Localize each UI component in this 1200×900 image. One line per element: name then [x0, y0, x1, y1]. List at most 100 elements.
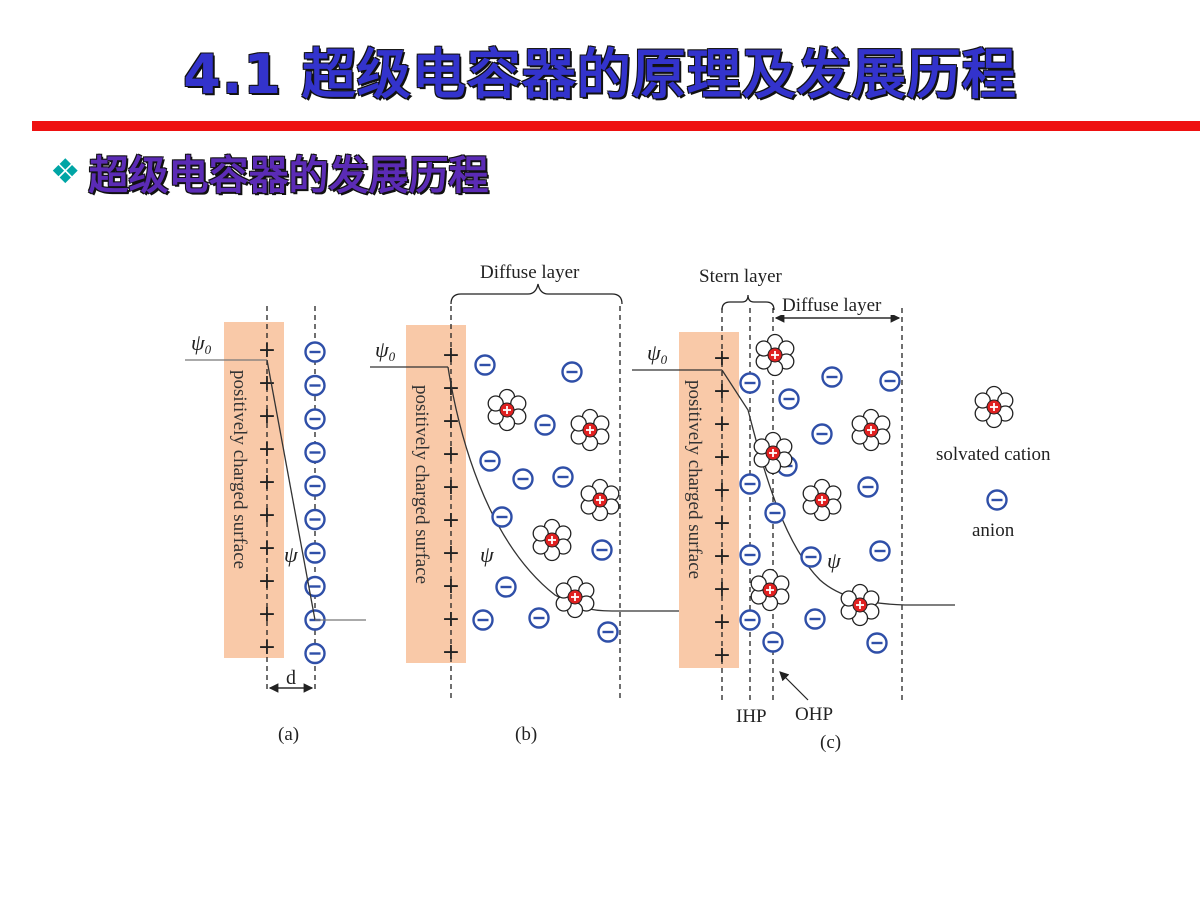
anion-icon [869, 540, 891, 562]
anion-icon [479, 450, 501, 472]
anion-icon [561, 361, 583, 383]
positive-charge: + [713, 478, 731, 503]
legend: solvated cation anion [936, 385, 1051, 541]
anion-icon [597, 621, 619, 643]
anion-icon [304, 408, 326, 430]
positive-charge: + [442, 640, 460, 665]
anion-icon [739, 473, 761, 495]
positive-charge: + [442, 607, 460, 632]
anion-icon [534, 414, 556, 436]
panel-b-diffuse-label: Diffuse layer [480, 262, 580, 283]
positive-charge: + [713, 346, 731, 371]
positive-charge: + [442, 376, 460, 401]
anion-icon [474, 354, 496, 376]
positive-charge: + [442, 409, 460, 434]
solvated-cation-icon [840, 583, 880, 627]
anion-icon [879, 370, 901, 392]
anion-icon [778, 388, 800, 410]
positive-charge: + [713, 445, 731, 470]
anion-icon [512, 468, 534, 490]
solvated-cation-icon [570, 408, 610, 452]
solvated-cation-icon [532, 518, 572, 562]
anion-icon [528, 607, 550, 629]
anion-icon [304, 374, 326, 397]
panel-a: positively charged surface ++++++++++ ψ0… [185, 306, 366, 745]
anion-icon [591, 539, 613, 561]
panel-b-ions [472, 354, 620, 643]
diamond-bullet-icon: ❖ [50, 152, 81, 192]
panel-c-ions [739, 333, 901, 654]
panel-c-stern-label: Stern layer [699, 266, 783, 287]
anion-icon [866, 632, 888, 654]
positive-charge: + [258, 536, 276, 561]
solvated-cation-icon [802, 478, 842, 522]
panel-a-d-label: d [286, 667, 296, 689]
anion-icon [304, 642, 326, 665]
positive-charge: + [258, 404, 276, 429]
anion-icon [304, 475, 326, 497]
solvated-cation-icon [753, 431, 793, 475]
panel-c-ihp-label: IHP [736, 706, 767, 727]
panel-b-diffuse-brace [450, 283, 623, 305]
panel-c-ohp-label: OHP [795, 704, 833, 725]
anion-icon [552, 466, 574, 488]
anion-icon [304, 508, 326, 531]
positive-charge: + [258, 338, 276, 363]
solvated-cation-icon [851, 408, 891, 452]
panel-b-label: (b) [515, 724, 537, 745]
anion-icon [304, 542, 326, 564]
positive-charge: + [258, 569, 276, 594]
anion-icon [764, 502, 786, 524]
title-divider [32, 121, 1200, 131]
anion-icon [821, 366, 843, 388]
anion-icon [472, 609, 494, 631]
panel-b-plus-charges: ++++++++++ [442, 343, 460, 665]
legend-anion-icon [986, 489, 1008, 511]
positive-charge: + [442, 475, 460, 500]
anion-icon [739, 544, 761, 566]
panel-a-surface-label: positively charged surface [229, 370, 250, 569]
positive-charge: + [713, 643, 731, 668]
panel-b-psi: ψ [480, 542, 494, 567]
positive-charge: + [442, 541, 460, 566]
panel-c: positively charged surface Stern layer D… [632, 266, 955, 753]
panel-c-psi0: ψ0 [647, 340, 668, 367]
positive-charge: + [258, 371, 276, 396]
section-heading-text: 超级电容器的发展历程 [88, 153, 489, 199]
positive-charge: + [442, 343, 460, 368]
anion-icon [739, 372, 761, 394]
positive-charge: + [713, 412, 731, 437]
solvated-cation-icon [750, 568, 790, 612]
positive-charge: + [442, 574, 460, 599]
positive-charge: + [258, 635, 276, 660]
section-heading: ❖ 超级电容器的发展历程 [50, 146, 489, 199]
solvated-cation-icon [555, 575, 595, 619]
positive-charge: + [713, 379, 731, 404]
panel-a-surface [224, 322, 284, 658]
positive-charge: + [258, 470, 276, 495]
anion-icon [762, 631, 784, 653]
positive-charge: + [713, 511, 731, 536]
anion-icon [804, 608, 826, 630]
anion-icon [495, 576, 517, 598]
anion-icon [800, 546, 822, 568]
panel-a-label: (a) [278, 724, 299, 745]
positive-charge: + [713, 577, 731, 602]
legend-cation-icon [974, 385, 1014, 429]
positive-charge: + [258, 602, 276, 627]
positive-charge: + [713, 544, 731, 569]
positive-charge: + [713, 610, 731, 635]
panel-a-plus-charges: ++++++++++ [258, 338, 276, 660]
solvated-cation-icon [580, 478, 620, 522]
anion-icon [491, 506, 513, 528]
panel-a-psi: ψ [284, 542, 298, 567]
legend-cation-label: solvated cation [936, 444, 1051, 465]
anion-icon [857, 476, 879, 498]
anion-icon [739, 609, 761, 631]
slide-title: 4.1 超级电容器的原理及发展历程 [183, 43, 1017, 106]
anion-icon [304, 441, 326, 464]
panel-b-surface [406, 325, 466, 663]
positive-charge: + [442, 508, 460, 533]
panel-c-diffuse-label: Diffuse layer [782, 295, 882, 316]
